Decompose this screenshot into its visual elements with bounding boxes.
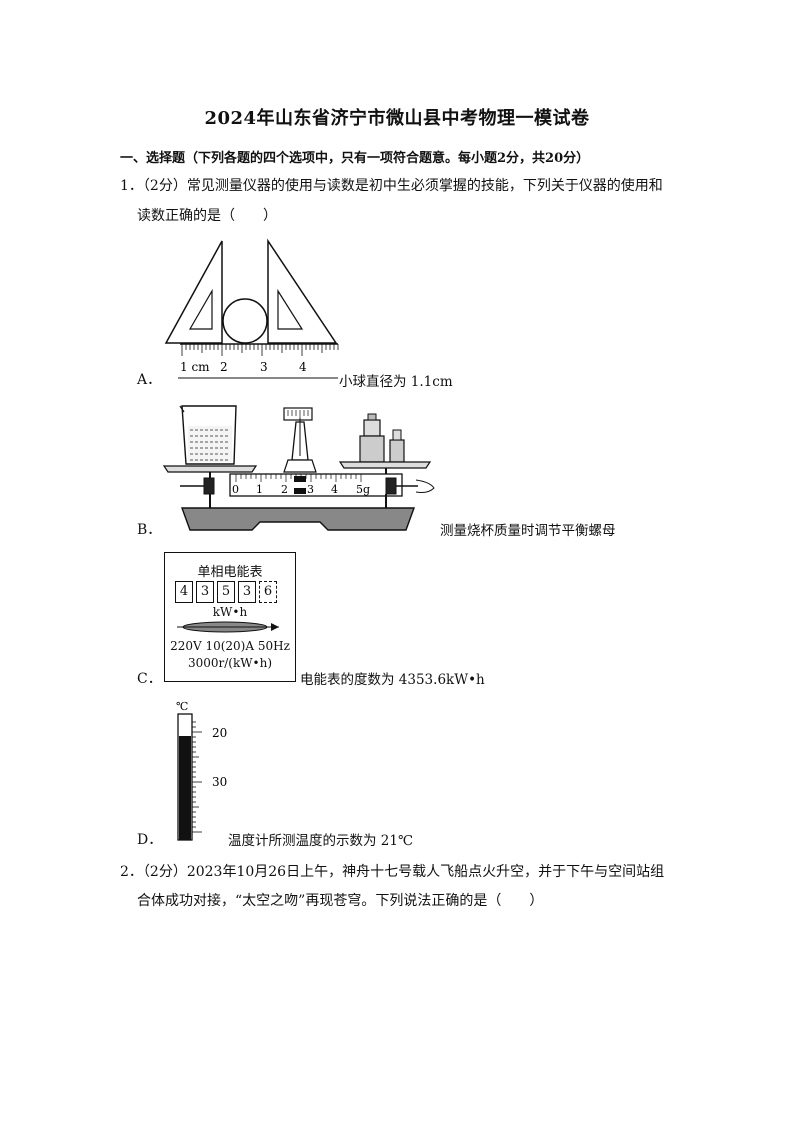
thermometer-label-30: 30 [212, 775, 227, 789]
meter-spec-1: 220V 10(20)A 50Hz [170, 639, 290, 653]
meter-unit: kW•h [212, 605, 248, 619]
option-d-caption: 温度计所测温度的示数为 21℃ [228, 833, 414, 849]
option-a-letter: A． [137, 372, 162, 388]
thermometer-label-20: 20 [212, 726, 227, 740]
balance-figure: 0 1 2 3 4 5g [162, 405, 435, 531]
question-1-line-2: 读数正确的是（ ） [137, 208, 277, 224]
meter-disc-icon [177, 621, 279, 633]
beam-label-2: 2 [281, 483, 288, 496]
option-b-letter: B． [137, 522, 162, 538]
meter-digit-decimal: 6 [259, 581, 277, 603]
meter-digit-3: 5 [217, 581, 235, 603]
meter-digit-2: 3 [196, 581, 214, 603]
ruler-label-1cm: 1 cm [180, 360, 210, 374]
question-2-line-1: 2．（2分）2023年10月26日上午，神舟十七号载人飞船点火升空，并于下午与空… [120, 864, 665, 880]
meter-spec-2: 3000r/(kW•h) [187, 656, 273, 670]
option-b-caption: 测量烧杯质量时调节平衡螺母 [440, 523, 616, 539]
energy-meter: 单相电能表 4 3 5 3 6 kW•h 220V 10(20)A 50Hz 3… [164, 552, 296, 682]
beam-label-3: 3 [307, 483, 314, 496]
beam-label-4: 4 [331, 483, 338, 496]
question-2-line-2: 合体成功对接，“太空之吻”再现苍穹。下列说法正确的是（ ） [137, 893, 544, 909]
option-a-caption: 小球直径为 1.1cm [339, 374, 453, 390]
meter-digits: 4 3 5 3 6 [175, 581, 277, 603]
meter-digit-1: 4 [175, 581, 193, 603]
ruler-label-2: 2 [220, 360, 228, 374]
option-c-caption: 电能表的度数为 4353.6kW•h [300, 672, 485, 688]
beam-label-5g: 5g [356, 483, 370, 496]
page-title: 2024年山东省济宁市微山县中考物理一模试卷 [204, 108, 590, 129]
option-c-letter: C． [137, 671, 162, 687]
ruler-ticks [181, 344, 339, 356]
question-1-line-1: 1．（2分）常见测量仪器的使用与读数是初中生必须掌握的技能，下列关于仪器的使用和 [120, 178, 663, 194]
ruler-label-3: 3 [260, 360, 268, 374]
meter-title: 单相电能表 [197, 565, 263, 580]
section-heading: 一、选择题（下列各题的四个选项中，只有一项符合题意。每小题2分，共20分） [120, 151, 590, 166]
beam-label-1: 1 [256, 483, 263, 496]
ruler-label-4: 4 [299, 360, 307, 374]
thermometer-figure: ℃ 20 30 [176, 700, 227, 841]
option-d-letter: D． [137, 832, 163, 848]
thermometer-ticks [192, 721, 202, 833]
beam-scale-ticks [235, 474, 362, 482]
meter-digit-4: 3 [238, 581, 256, 603]
ruler-triangles-figure: 1 cm 2 3 4 [164, 238, 339, 379]
beam-label-0: 0 [232, 483, 239, 496]
thermometer-unit: ℃ [176, 700, 188, 713]
